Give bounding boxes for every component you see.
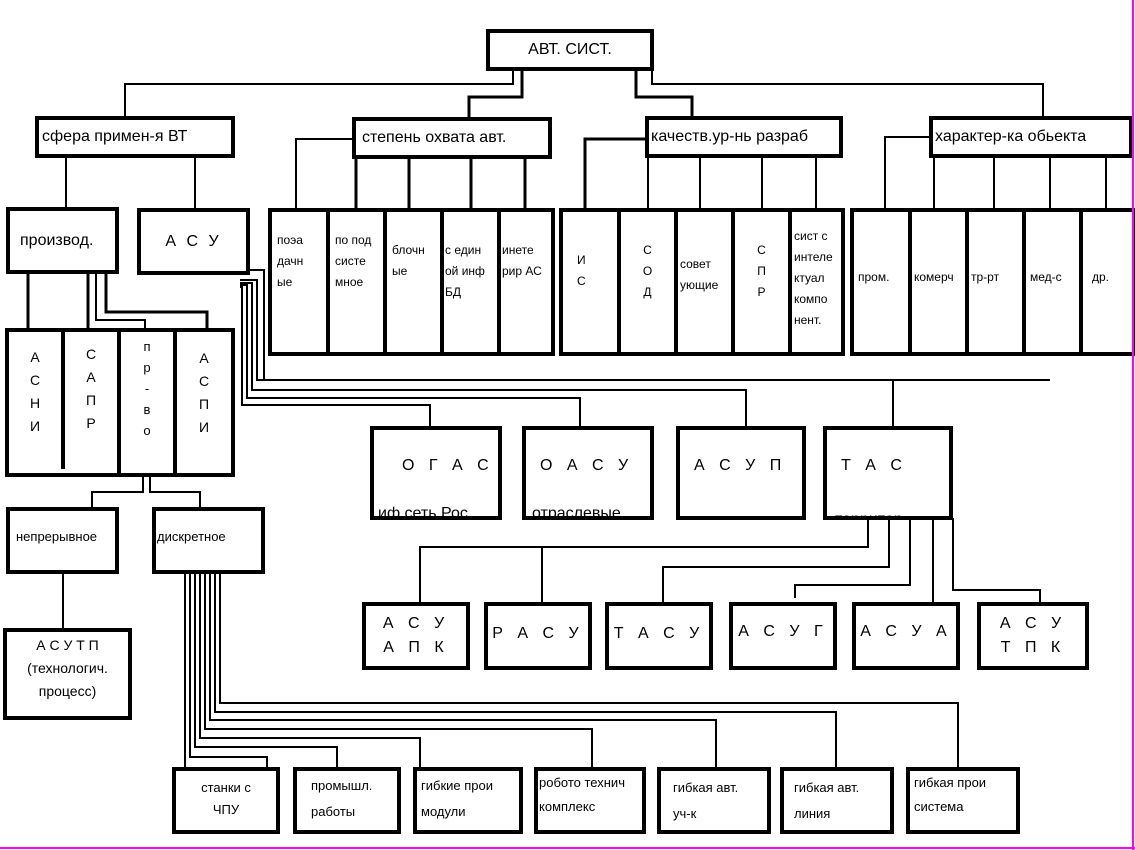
- node-tas: Т А С территор.: [823, 426, 953, 520]
- production-types-group: А С Н И С А П Р п р - в о А С П И: [5, 328, 235, 477]
- quality-items-group: И С С О Д совет ующие С П Р сист с интел…: [559, 208, 845, 356]
- node-discrete-child: робото технич комплекс: [534, 767, 646, 834]
- node-asup-abbr: А С У П: [694, 457, 787, 474]
- frame-border-bottom: [0, 847, 1135, 849]
- node-ogas: О Г А С иф.сеть Рос сии: [370, 426, 502, 520]
- link-object-1: [884, 136, 930, 210]
- coverage-item: по под систе мное: [330, 212, 387, 352]
- object-item: мед-с: [1026, 212, 1083, 352]
- coverage-item: с един ой инф БД: [444, 212, 501, 352]
- production-type: А С П И: [198, 350, 210, 435]
- node-tas-child: А С У Г Х: [729, 602, 837, 670]
- object-item: комерч: [912, 212, 969, 352]
- object-item: пром.: [854, 212, 912, 352]
- production-type: С А П Р: [65, 332, 121, 473]
- quality-item: С О Д: [621, 212, 678, 352]
- node-tas-child: Р А С У: [484, 602, 592, 670]
- node-tas-child: А С У А Р: [852, 602, 960, 670]
- node-asu: А С У: [137, 208, 250, 275]
- node-oasu-desc: отраслевые: [532, 505, 621, 520]
- node-oasu-abbr: О А С У: [540, 457, 634, 474]
- link-root-object: [651, 70, 1044, 117]
- node-tas-desc: территор.: [835, 511, 908, 520]
- node-asup-desc: предпр-ми: [684, 512, 753, 520]
- quality-item: С П Р: [735, 212, 792, 352]
- node-asutp: А С У Т П (технологич. процесс): [3, 628, 132, 720]
- category-coverage: степень охвата авт.: [352, 117, 552, 159]
- category-quality: качеств.ур-нь разраб: [645, 116, 843, 158]
- category-object: характер-ка обьекта: [929, 116, 1133, 158]
- link-coverage-1: [295, 138, 352, 210]
- coverage-item: инете рир АС: [502, 243, 542, 278]
- quality-item: сист с интеле ктуал компо нент.: [794, 229, 833, 327]
- node-tas-child: Т А С У: [605, 602, 713, 670]
- node-tas-abbr: Т А С: [841, 457, 907, 474]
- node-discrete-child: станки с ЧПУ: [172, 767, 280, 834]
- production-type: п р - в о: [121, 332, 177, 473]
- node-tas-child: А С У А П К: [362, 602, 470, 670]
- coverage-item: блочн ые: [387, 212, 444, 352]
- node-continuous: непрерывное: [6, 507, 119, 574]
- root-node: АВТ. СИСТ.: [486, 29, 654, 71]
- node-discrete-child: гибкая авт. линия: [780, 767, 894, 834]
- node-oasu: О А С У отраслевые: [522, 426, 654, 520]
- node-ogas-abbr: О Г А С: [402, 457, 494, 474]
- coverage-item: поэа дачн ые: [272, 212, 330, 352]
- category-sphere: сфера примен-я ВТ: [35, 116, 235, 158]
- link-root-quality: [634, 70, 694, 117]
- object-items-group: пром. комерч тр-рт мед-с др.: [850, 208, 1135, 356]
- coverage-items-group: поэа дачн ые по под систе мное блочн ые …: [268, 208, 555, 356]
- object-item: др.: [1092, 270, 1110, 284]
- node-discrete-child: промышл. работы: [293, 767, 401, 834]
- link-root-sphere: [124, 70, 514, 117]
- object-item: тр-рт: [969, 212, 1026, 352]
- node-production: производ.: [6, 207, 119, 274]
- frame-border-right: [1132, 0, 1134, 850]
- node-asup: А С У П предпр-ми: [676, 426, 806, 520]
- node-discrete-child: гибкие прои модули: [413, 767, 523, 834]
- link-root-coverage: [467, 70, 524, 117]
- quality-item: совет ующие: [678, 212, 735, 352]
- quality-item: И С: [563, 212, 621, 352]
- node-discrete-child: гибкая прои система: [906, 767, 1020, 834]
- link-quality-1: [583, 137, 645, 210]
- node-tas-child: А С У Т П К: [977, 602, 1089, 670]
- node-discrete: дискретное: [152, 507, 265, 574]
- node-ogas-desc: иф.сеть Рос сии: [378, 505, 468, 520]
- node-discrete-child: гибкая авт. уч-к: [657, 767, 771, 834]
- production-type: А С Н И: [9, 332, 65, 469]
